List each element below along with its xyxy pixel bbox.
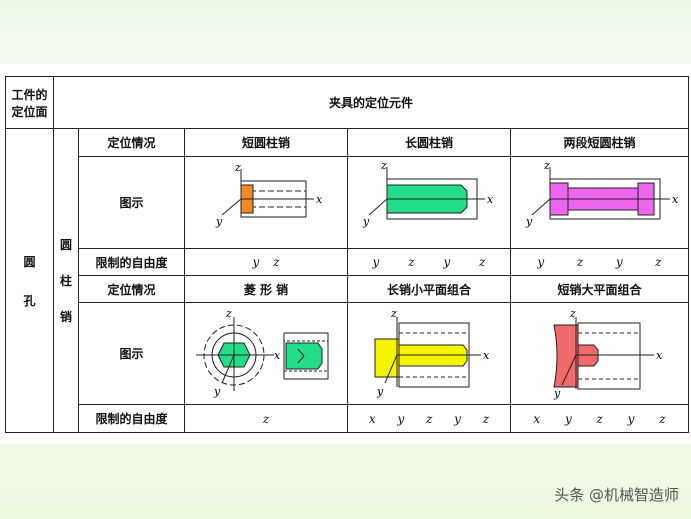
axis-z-label: z	[234, 161, 241, 174]
short-pin-plane-diagram: z x y	[553, 307, 663, 400]
svg-text:y: y	[213, 385, 221, 398]
svg-text:x: x	[656, 349, 663, 362]
diagram-long-pin-plane: z x y	[347, 302, 511, 405]
svg-text:y: y	[525, 215, 533, 228]
row-label-diagram-2: 图示	[78, 302, 185, 405]
row-label-situation: 定位情况	[78, 128, 185, 157]
svg-text:z: z	[225, 307, 232, 320]
two-section-pin-diagram: z x y	[525, 159, 679, 228]
locating-elements-table: 工件的 定位面 夹具的定位元件 圆 孔 圆 柱 销 定位情况 短圆柱销 长圆柱销…	[5, 76, 689, 433]
watermark: 头条 @机械智造师	[554, 486, 679, 504]
col-short-pin: 短圆柱销	[184, 128, 348, 157]
surface-cell: 圆 孔	[5, 128, 54, 433]
axis-x-label: x	[316, 193, 323, 206]
long-pin-plane-diagram: z x y	[374, 307, 490, 398]
axis-y-label: y	[215, 215, 223, 228]
svg-text:z: z	[543, 159, 550, 172]
diamond-pin-diagram: z x y	[196, 307, 329, 398]
diagram-long-pin: z x y	[347, 156, 511, 249]
diagram-short-pin: z x y	[184, 156, 348, 249]
col-two-section-pin: 两段短圆柱销	[510, 128, 689, 157]
row-label-diagram: 图示	[78, 156, 185, 249]
svg-text:y: y	[376, 385, 384, 398]
svg-text:x: x	[483, 349, 490, 362]
corner-header: 工件的 定位面	[5, 76, 54, 129]
svg-text:y: y	[362, 215, 370, 228]
svg-text:x: x	[672, 193, 679, 206]
dof-diamond-pin: z	[184, 404, 348, 433]
col-long-pin-plane: 长销小平面组合	[347, 275, 511, 303]
row-label-dof: 限制的自由度	[78, 248, 185, 276]
diagram-diamond-pin: z x y	[184, 302, 348, 405]
long-pin-diagram: z x y	[362, 159, 494, 228]
slide-content: 工件的 定位面 夹具的定位元件 圆 孔 圆 柱 销 定位情况 短圆柱销 长圆柱销…	[0, 64, 691, 444]
short-pin-diagram: z x y	[215, 161, 323, 228]
row-label-dof-2: 限制的自由度	[78, 404, 185, 433]
element-cell: 圆 柱 销	[53, 128, 79, 433]
diagram-two-section-pin: z x y	[510, 156, 689, 249]
col-short-pin-plane: 短销大平面组合	[510, 275, 689, 303]
col-long-pin: 长圆柱销	[347, 128, 511, 157]
svg-text:y: y	[553, 387, 561, 400]
svg-text:x: x	[487, 193, 494, 206]
row-label-situation-2: 定位情况	[78, 275, 185, 303]
diagram-short-pin-plane: z x y	[510, 302, 689, 405]
svg-text:x: x	[274, 349, 281, 362]
svg-text:z: z	[390, 307, 397, 320]
col-diamond-pin: 菱 形 销	[184, 275, 348, 303]
svg-text:z: z	[569, 307, 576, 320]
svg-text:z: z	[380, 159, 387, 172]
main-header: 夹具的定位元件	[53, 76, 689, 129]
